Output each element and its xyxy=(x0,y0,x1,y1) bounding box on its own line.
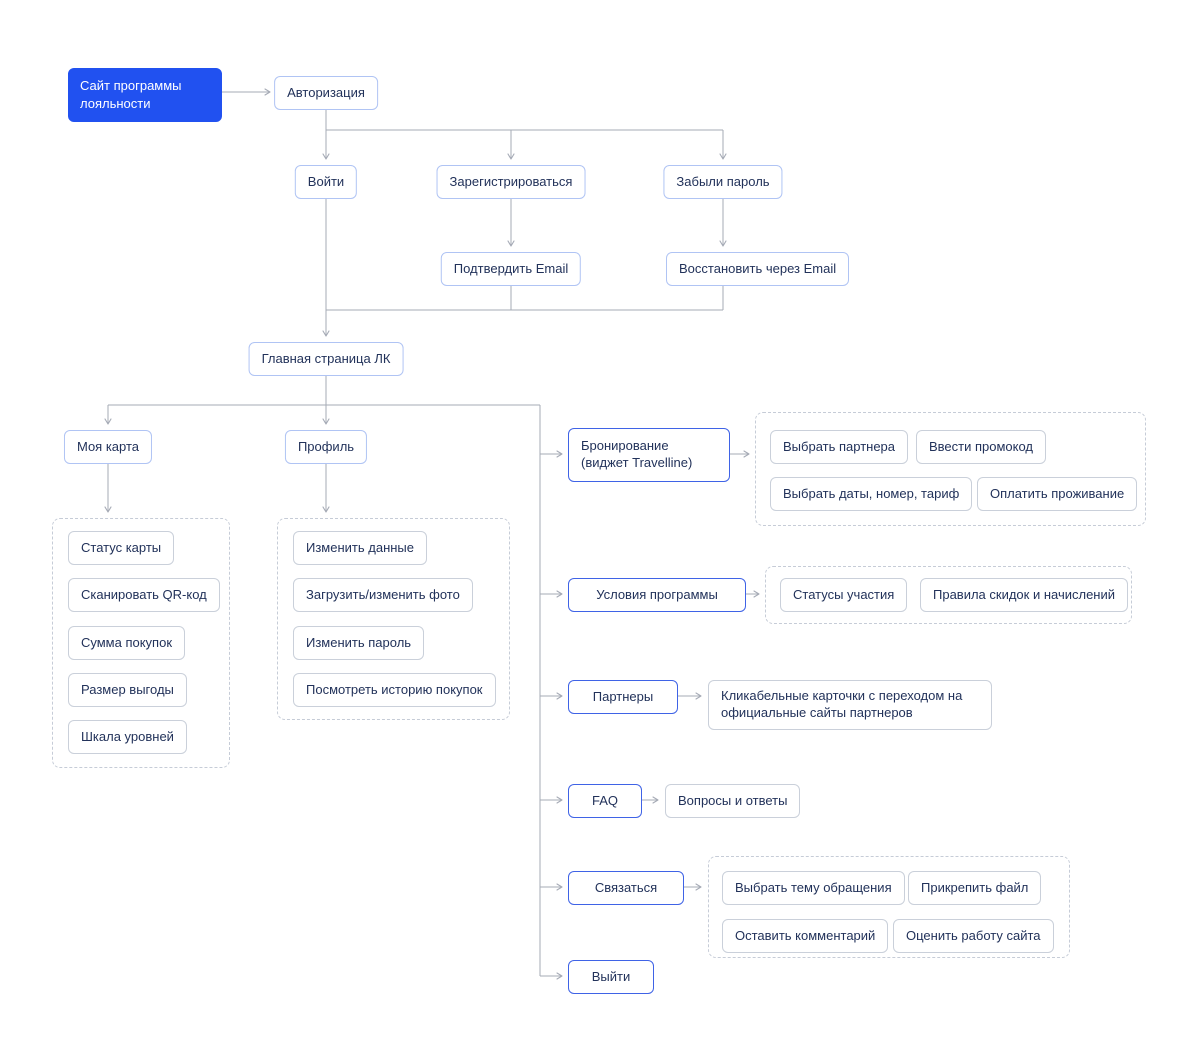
group-profile-items xyxy=(277,518,510,720)
node-edit-data: Изменить данные xyxy=(293,531,427,565)
node-logout: Выйти xyxy=(568,960,654,994)
group-terms-items xyxy=(765,566,1132,624)
node-profile: Профиль xyxy=(284,430,368,464)
node-choose-dates: Выбрать даты, номер, тариф xyxy=(770,477,973,511)
node-register: Зарегистрироваться xyxy=(436,165,586,199)
node-pay-stay: Оплатить проживание xyxy=(977,477,1138,511)
node-partners-result: Кликабельные карточки с переходом на офи… xyxy=(708,680,992,730)
node-scan-qr: Сканировать QR-код xyxy=(68,578,220,612)
node-purchase-sum: Сумма покупок xyxy=(68,626,186,660)
node-leave-comment: Оставить комментарий xyxy=(722,919,889,953)
node-authorization: Авторизация xyxy=(274,76,378,110)
node-forgot-password: Забыли пароль xyxy=(663,165,783,199)
node-purchase-history: Посмотреть историю покупок xyxy=(293,673,496,707)
node-card-status: Статус карты xyxy=(68,531,175,565)
node-participation-statuses: Статусы участия xyxy=(780,578,908,612)
group-contact-items xyxy=(708,856,1070,958)
node-login: Войти xyxy=(294,165,358,199)
node-faq: FAQ xyxy=(568,784,642,818)
node-booking: Бронирование (виджет Travelline) xyxy=(568,428,730,482)
node-booking-line1: Бронирование xyxy=(581,438,669,454)
node-choose-partner: Выбрать партнера xyxy=(770,430,909,464)
node-discount-rules: Правила скидок и начислений xyxy=(920,578,1129,612)
node-confirm-email: Подтвердить Email xyxy=(440,252,582,286)
node-attach-file: Прикрепить файл xyxy=(908,871,1042,905)
node-change-password: Изменить пароль xyxy=(293,626,425,660)
node-my-card: Моя карта xyxy=(63,430,153,464)
node-upload-photo: Загрузить/изменить фото xyxy=(293,578,473,612)
node-enter-promocode: Ввести промокод xyxy=(916,430,1047,464)
node-benefit-size: Размер выгоды xyxy=(68,673,187,707)
node-terms: Условия программы xyxy=(568,578,746,612)
node-rate-site: Оценить работу сайта xyxy=(893,919,1054,953)
group-my-card-items xyxy=(52,518,230,768)
group-booking-items xyxy=(755,412,1146,526)
node-main-page: Главная страница ЛК xyxy=(248,342,404,376)
node-restore-via-email: Восстановить через Email xyxy=(666,252,850,286)
node-choose-topic: Выбрать тему обращения xyxy=(722,871,905,905)
node-partners: Партнеры xyxy=(568,680,678,714)
node-contact: Связаться xyxy=(568,871,684,905)
node-booking-line2: (виджет Travelline) xyxy=(581,455,693,470)
node-loyalty-site: Сайт программы лояльности xyxy=(68,68,222,123)
node-faq-result: Вопросы и ответы xyxy=(665,784,801,818)
node-level-scale: Шкала уровней xyxy=(68,720,187,754)
